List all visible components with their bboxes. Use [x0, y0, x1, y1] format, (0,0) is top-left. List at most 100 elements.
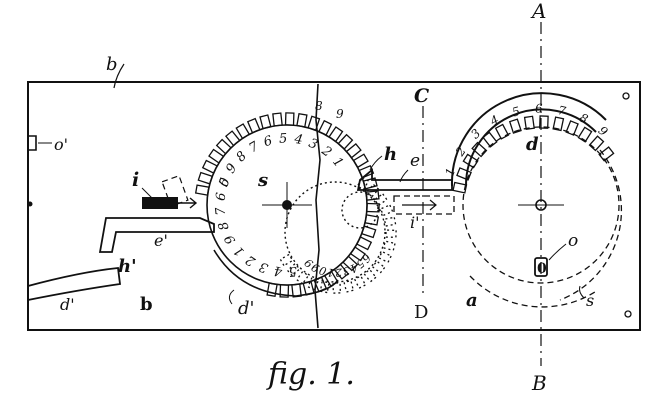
hidden-gear-tooth [295, 270, 310, 285]
wheel-digit: 9 [223, 161, 240, 176]
wheel-digit: 9 [222, 232, 239, 247]
gear-tooth [456, 167, 472, 181]
left-edge-pin [27, 201, 33, 207]
gear-tooth [598, 146, 615, 162]
label-plate-a: a [466, 290, 478, 311]
gear-tooth [482, 131, 498, 148]
label-d: d [526, 134, 539, 155]
right-wheel-teeth [452, 115, 615, 194]
gear-tooth [296, 112, 308, 128]
gear-tooth [328, 126, 344, 143]
gear-tooth [494, 123, 510, 140]
leader-s-right [579, 285, 585, 299]
hidden-wheel-digit: 1 [326, 265, 334, 279]
reading-window-digit: 0 [537, 261, 547, 277]
gear-tooth [272, 112, 283, 127]
mount-hole-top [622, 92, 630, 100]
hidden-gear-tooth [286, 262, 301, 277]
gear-tooth [208, 148, 225, 164]
label-i-prime: i' [410, 213, 420, 232]
right-wheel-hub [535, 199, 547, 211]
label-d-prime-left: d' [60, 295, 75, 314]
hidden-gear-tooth [371, 260, 386, 274]
label-i: i [132, 169, 139, 191]
hidden-gear-tooth [373, 192, 388, 207]
right-wheel-band-inner [464, 108, 597, 187]
label-e-prime: e' [154, 231, 168, 250]
left-quadrant-strip [27, 267, 122, 302]
label-o-prime: o' [54, 135, 68, 154]
hidden-wheel-circle [284, 181, 386, 283]
plate-seam [314, 83, 321, 329]
wheel-digit: 4 [292, 132, 304, 148]
right-wheel-dashed-circle [462, 126, 620, 284]
left-wheel-rim [206, 124, 368, 286]
gear-tooth [565, 120, 579, 136]
hidden-gear-tooth [356, 176, 370, 191]
wheel-digit: 3 [257, 258, 270, 275]
hidden-wheel-digit: 2 [334, 265, 343, 279]
right-slide-hidden-arrow [402, 199, 437, 211]
hidden-gear-tooth [307, 276, 320, 291]
hidden-gear-tooth [332, 282, 342, 294]
label-s: s [257, 170, 268, 191]
gear-tooth [345, 142, 362, 159]
leader-h [369, 155, 383, 171]
gear-tooth [462, 153, 479, 169]
leader-i [141, 187, 153, 199]
wheel-digit: 6 [262, 133, 274, 150]
wheel-digit: 2 [243, 252, 259, 270]
hidden-gear-tooth [383, 216, 397, 227]
leader-o [548, 243, 567, 261]
gear-tooth [194, 184, 210, 196]
hidden-gear-tooth [319, 280, 330, 294]
left-pawl-shaded [142, 197, 178, 209]
wheel-digit: 5 [511, 104, 522, 120]
hidden-gear-tooth [343, 279, 355, 293]
leader-d-prime-mid [228, 289, 235, 305]
gear-tooth [224, 130, 241, 147]
left-slide-bar [98, 217, 215, 253]
hidden-gear-tooth [363, 268, 377, 283]
label-s-right: s [586, 291, 594, 310]
figure-caption: fig. 1. [266, 357, 355, 392]
left-wheel-lower-band [213, 249, 339, 297]
label-d-prime-mid: d' [238, 298, 254, 319]
left-edge-bracket [28, 135, 37, 151]
gear-tooth [523, 115, 535, 131]
gear-tooth [508, 118, 522, 134]
wheel-digit: 5 [217, 176, 234, 189]
hidden-small-gear [341, 191, 379, 229]
leader-e [399, 169, 409, 183]
gear-tooth [452, 181, 468, 194]
wheel-digit: 5 [279, 131, 288, 146]
wheel-digit: 8 [216, 220, 233, 233]
label-o: o [568, 231, 578, 251]
label-plate-b-top: b [106, 54, 118, 75]
gear-tooth [337, 133, 354, 150]
gear-tooth [215, 138, 232, 155]
wheel-digit: 6 [535, 101, 543, 115]
wheel-digit: 1 [442, 166, 458, 178]
hidden-gear-tooth [353, 275, 367, 290]
hidden-gear-tooth [378, 250, 393, 264]
seam-digit-left: 8 [315, 99, 323, 113]
label-section-b: B [531, 371, 547, 395]
right-slide-bar [356, 168, 453, 191]
wheel-digit: 7 [557, 103, 568, 118]
wheel-digit: 7 [247, 139, 262, 156]
label-section-a: A [530, 0, 546, 23]
gear-tooth [284, 112, 295, 126]
label-section-d: D [414, 302, 428, 323]
label-e: e [410, 151, 420, 171]
wheel-digit: 8 [234, 149, 250, 166]
hidden-gear-tooth [279, 253, 294, 267]
hidden-wheel-digit: 0 [318, 263, 329, 278]
hidden-wheel-digit: 3 [341, 264, 351, 278]
